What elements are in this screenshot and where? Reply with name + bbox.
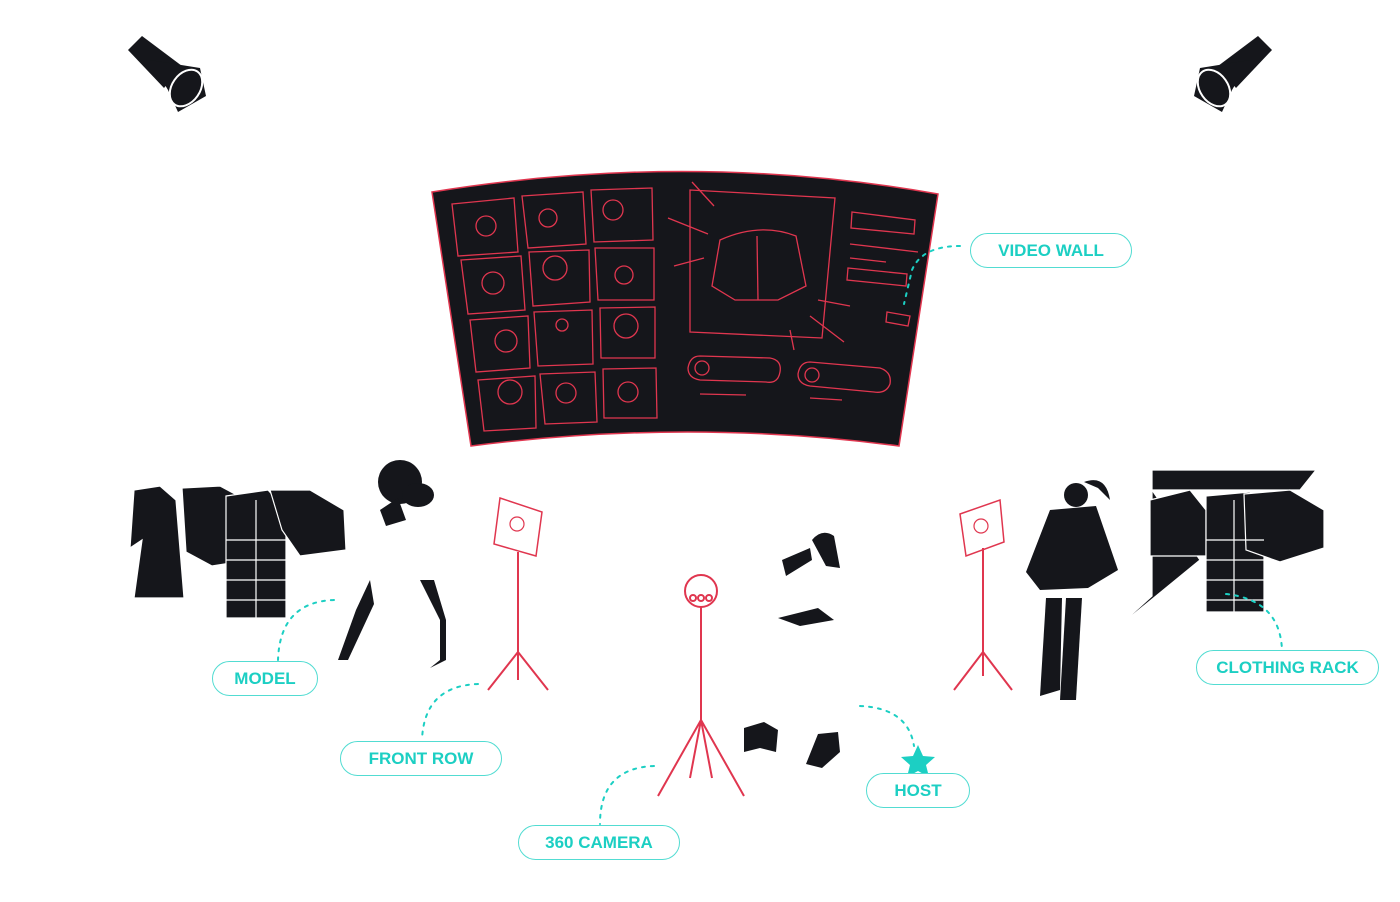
host-figure xyxy=(744,532,840,768)
model-label: MODEL xyxy=(212,661,318,696)
clothing-rack-text: CLOTHING RACK xyxy=(1216,657,1359,677)
spotlight-right-icon xyxy=(1194,36,1272,112)
camera-text: 360 CAMERA xyxy=(545,832,653,852)
connector-lines xyxy=(277,245,1283,825)
stylist-figure xyxy=(1026,480,1118,700)
spotlight-left-icon xyxy=(128,36,206,112)
clothing-rack-right xyxy=(1111,469,1325,633)
front-row-stand xyxy=(487,497,549,691)
host-stand xyxy=(953,498,1013,691)
model-figure xyxy=(338,460,446,668)
clothing-rack-left xyxy=(129,485,347,619)
video-wall-label: VIDEO WALL xyxy=(970,233,1132,268)
star-icon xyxy=(901,745,935,777)
video-wall-text: VIDEO WALL xyxy=(998,240,1104,260)
camera-360 xyxy=(657,574,745,797)
model-text: MODEL xyxy=(234,668,296,688)
host-label: HOST xyxy=(866,773,970,808)
camera-label: 360 CAMERA xyxy=(518,825,680,860)
host-text: HOST xyxy=(894,780,942,800)
front-row-text: FRONT ROW xyxy=(368,748,474,768)
video-wall xyxy=(431,170,939,447)
front-row-label: FRONT ROW xyxy=(340,741,502,776)
clothing-rack-label: CLOTHING RACK xyxy=(1196,650,1379,685)
